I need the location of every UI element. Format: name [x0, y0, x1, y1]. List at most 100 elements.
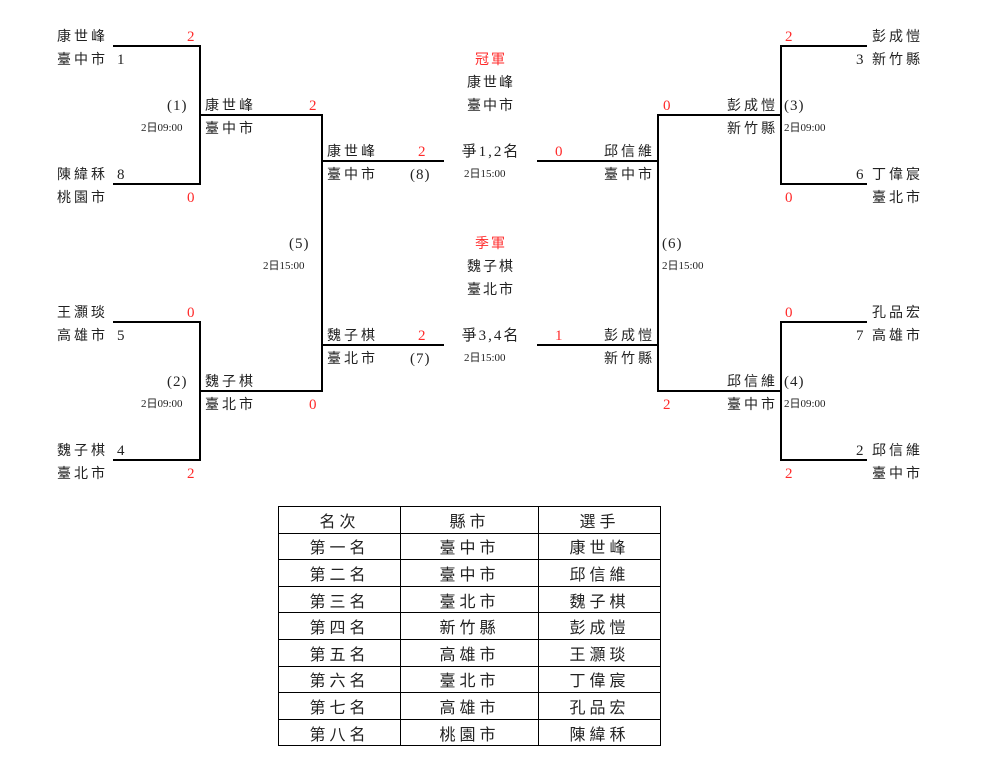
- match-number: (8): [410, 167, 431, 183]
- bracket-line: [780, 45, 782, 185]
- third-place-city: 臺北市: [467, 282, 515, 298]
- final-time: 2日15:00: [464, 168, 506, 180]
- bracket-line: [321, 114, 323, 392]
- bracket-line: [199, 114, 322, 116]
- winner-name: 康世峰: [205, 98, 256, 114]
- table-row: 第三名 臺北市 魏子棋: [278, 585, 661, 614]
- header-city: 縣市: [400, 506, 539, 534]
- city-cell: 新竹縣: [400, 612, 539, 640]
- bracket-line: [657, 114, 659, 392]
- score: 0: [187, 305, 195, 321]
- score: 0: [663, 98, 671, 114]
- winner-city: 新竹縣: [727, 121, 778, 137]
- match-number: (5): [289, 236, 310, 252]
- player-cell: 丁偉宸: [538, 665, 661, 694]
- score: 2: [187, 29, 195, 45]
- third-place-contender-city: 新竹縣: [604, 351, 655, 367]
- player-name: 丁偉宸: [872, 167, 923, 183]
- rank-cell: 第八名: [278, 718, 401, 747]
- rank-cell: 第七名: [278, 692, 401, 720]
- winner-city: 臺中市: [205, 121, 256, 137]
- third-place-name: 魏子棋: [467, 259, 515, 275]
- match-time: 2日09:00: [784, 398, 826, 410]
- seed-number: 3: [856, 52, 864, 68]
- seed-number: 7: [856, 328, 864, 344]
- score: 2: [785, 29, 793, 45]
- city-cell: 臺中市: [400, 532, 539, 561]
- seed-number: 5: [117, 328, 125, 344]
- rank-cell: 第六名: [278, 665, 401, 694]
- player-city: 臺北市: [57, 466, 108, 482]
- seed-number: 1: [117, 52, 125, 68]
- winner-city: 臺北市: [205, 397, 256, 413]
- third-match-time: 2日15:00: [464, 352, 506, 364]
- score: 0: [785, 190, 793, 206]
- table-row: 第七名 高雄市 孔品宏: [278, 692, 661, 720]
- player-name: 陳緯秝: [57, 167, 108, 183]
- bracket-line: [113, 321, 200, 323]
- champion-city: 臺中市: [467, 98, 515, 114]
- player-name: 彭成愷: [872, 29, 923, 45]
- seed-number: 8: [117, 167, 125, 183]
- match-time: 2日09:00: [141, 122, 183, 134]
- winner-name: 彭成愷: [727, 98, 778, 114]
- finalist-name: 康世峰: [327, 144, 378, 160]
- player-city: 臺中市: [57, 52, 108, 68]
- city-cell: 臺北市: [400, 585, 539, 614]
- third-place-contender-name: 魏子棋: [327, 328, 378, 344]
- player-city: 桃園市: [57, 190, 108, 206]
- table-row: 第四名 新竹縣 彭成愷: [278, 612, 661, 640]
- match-time: 2日15:00: [662, 260, 704, 272]
- score: 0: [785, 305, 793, 321]
- table-row: 第五名 高雄市 王灝琰: [278, 638, 661, 667]
- third-place-contender-city: 臺北市: [327, 351, 378, 367]
- finalist-name: 邱信維: [604, 144, 655, 160]
- table-row: 第一名 臺中市 康世峰: [278, 532, 661, 561]
- seed-number: 4: [117, 443, 125, 459]
- player-name: 孔品宏: [872, 305, 923, 321]
- table-header-row: 名次 縣市 選手: [278, 506, 661, 534]
- table-row: 第八名 桃園市 陳緯秝: [278, 718, 661, 747]
- winner-name: 邱信維: [727, 374, 778, 390]
- player-cell: 陳緯秝: [538, 718, 661, 747]
- city-cell: 臺中市: [400, 559, 539, 587]
- player-name: 邱信維: [872, 443, 923, 459]
- match-number: (6): [662, 236, 683, 252]
- bracket-line: [321, 344, 444, 346]
- match-number: (3): [784, 98, 805, 114]
- score: 2: [187, 466, 195, 482]
- bracket-line: [537, 160, 658, 162]
- seed-number: 2: [856, 443, 864, 459]
- bracket-line: [780, 45, 867, 47]
- rank-cell: 第三名: [278, 585, 401, 614]
- score: 0: [187, 190, 195, 206]
- seed-number: 6: [856, 167, 864, 183]
- bracket-line: [113, 45, 200, 47]
- bracket-line: [780, 321, 782, 461]
- final-label: 爭1,2名: [461, 144, 521, 160]
- city-cell: 高雄市: [400, 638, 539, 667]
- bracket-line: [657, 114, 781, 116]
- score: 1: [555, 328, 563, 344]
- bracket-line: [537, 344, 658, 346]
- player-city: 高雄市: [57, 328, 108, 344]
- header-player: 選手: [538, 506, 661, 534]
- player-name: 康世峰: [57, 29, 108, 45]
- winner-city: 臺中市: [727, 397, 778, 413]
- ranking-table: 名次 縣市 選手 第一名 臺中市 康世峰 第二名 臺中市 邱信維 第三名 臺北市…: [278, 506, 661, 747]
- finalist-city: 臺中市: [604, 167, 655, 183]
- bracket-line: [113, 183, 200, 185]
- player-name: 魏子棋: [57, 443, 108, 459]
- player-city: 臺中市: [872, 466, 923, 482]
- rank-cell: 第一名: [278, 532, 401, 561]
- match-number: (4): [784, 374, 805, 390]
- player-name: 王灝琰: [57, 305, 108, 321]
- rank-cell: 第二名: [278, 559, 401, 587]
- player-cell: 康世峰: [538, 532, 661, 561]
- finalist-city: 臺中市: [327, 167, 378, 183]
- match-time: 2日15:00: [263, 260, 305, 272]
- rank-cell: 第四名: [278, 612, 401, 640]
- city-cell: 高雄市: [400, 692, 539, 720]
- player-city: 高雄市: [872, 328, 923, 344]
- player-city: 新竹縣: [872, 52, 923, 68]
